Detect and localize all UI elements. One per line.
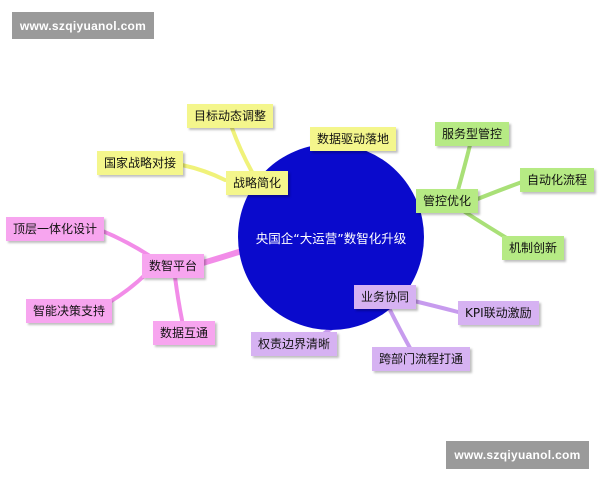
link-platform-interop [173,275,184,322]
watermark-bottom: www.szqiyuanol.com [446,441,589,469]
link-collab-cross [388,308,412,350]
link-control-service [456,143,472,192]
node-goal-adjust: 目标动态调整 [187,104,274,128]
link-platform-top [98,228,152,258]
node-automation: 自动化流程 [520,168,595,192]
node-clear-boundaries: 权责边界清晰 [251,332,338,356]
branch-collaboration: 业务协同 [354,285,417,309]
node-data-driven: 数据驱动落地 [310,127,397,151]
link-collab-kpi [408,298,460,314]
node-cross-dept: 跨部门流程打通 [372,347,471,371]
link-strategy-national [180,163,227,182]
watermark-top: www.szqiyuanol.com [12,12,154,39]
link-strategy-goal [230,126,254,174]
node-top-design: 顶层一体化设计 [6,217,105,241]
branch-strategy: 战略简化 [226,171,289,195]
branch-platform: 数智平台 [142,254,205,278]
node-kpi-incentive: KPI联动激励 [458,301,539,325]
node-data-interop: 数据互通 [153,321,216,345]
node-mechanism: 机制创新 [502,236,565,260]
link-control-auto [473,180,524,202]
node-national-strategy: 国家战略对接 [97,151,184,175]
node-decision-support: 智能决策支持 [26,299,113,323]
node-service-control: 服务型管控 [435,122,510,146]
branch-control: 管控优化 [416,189,479,213]
